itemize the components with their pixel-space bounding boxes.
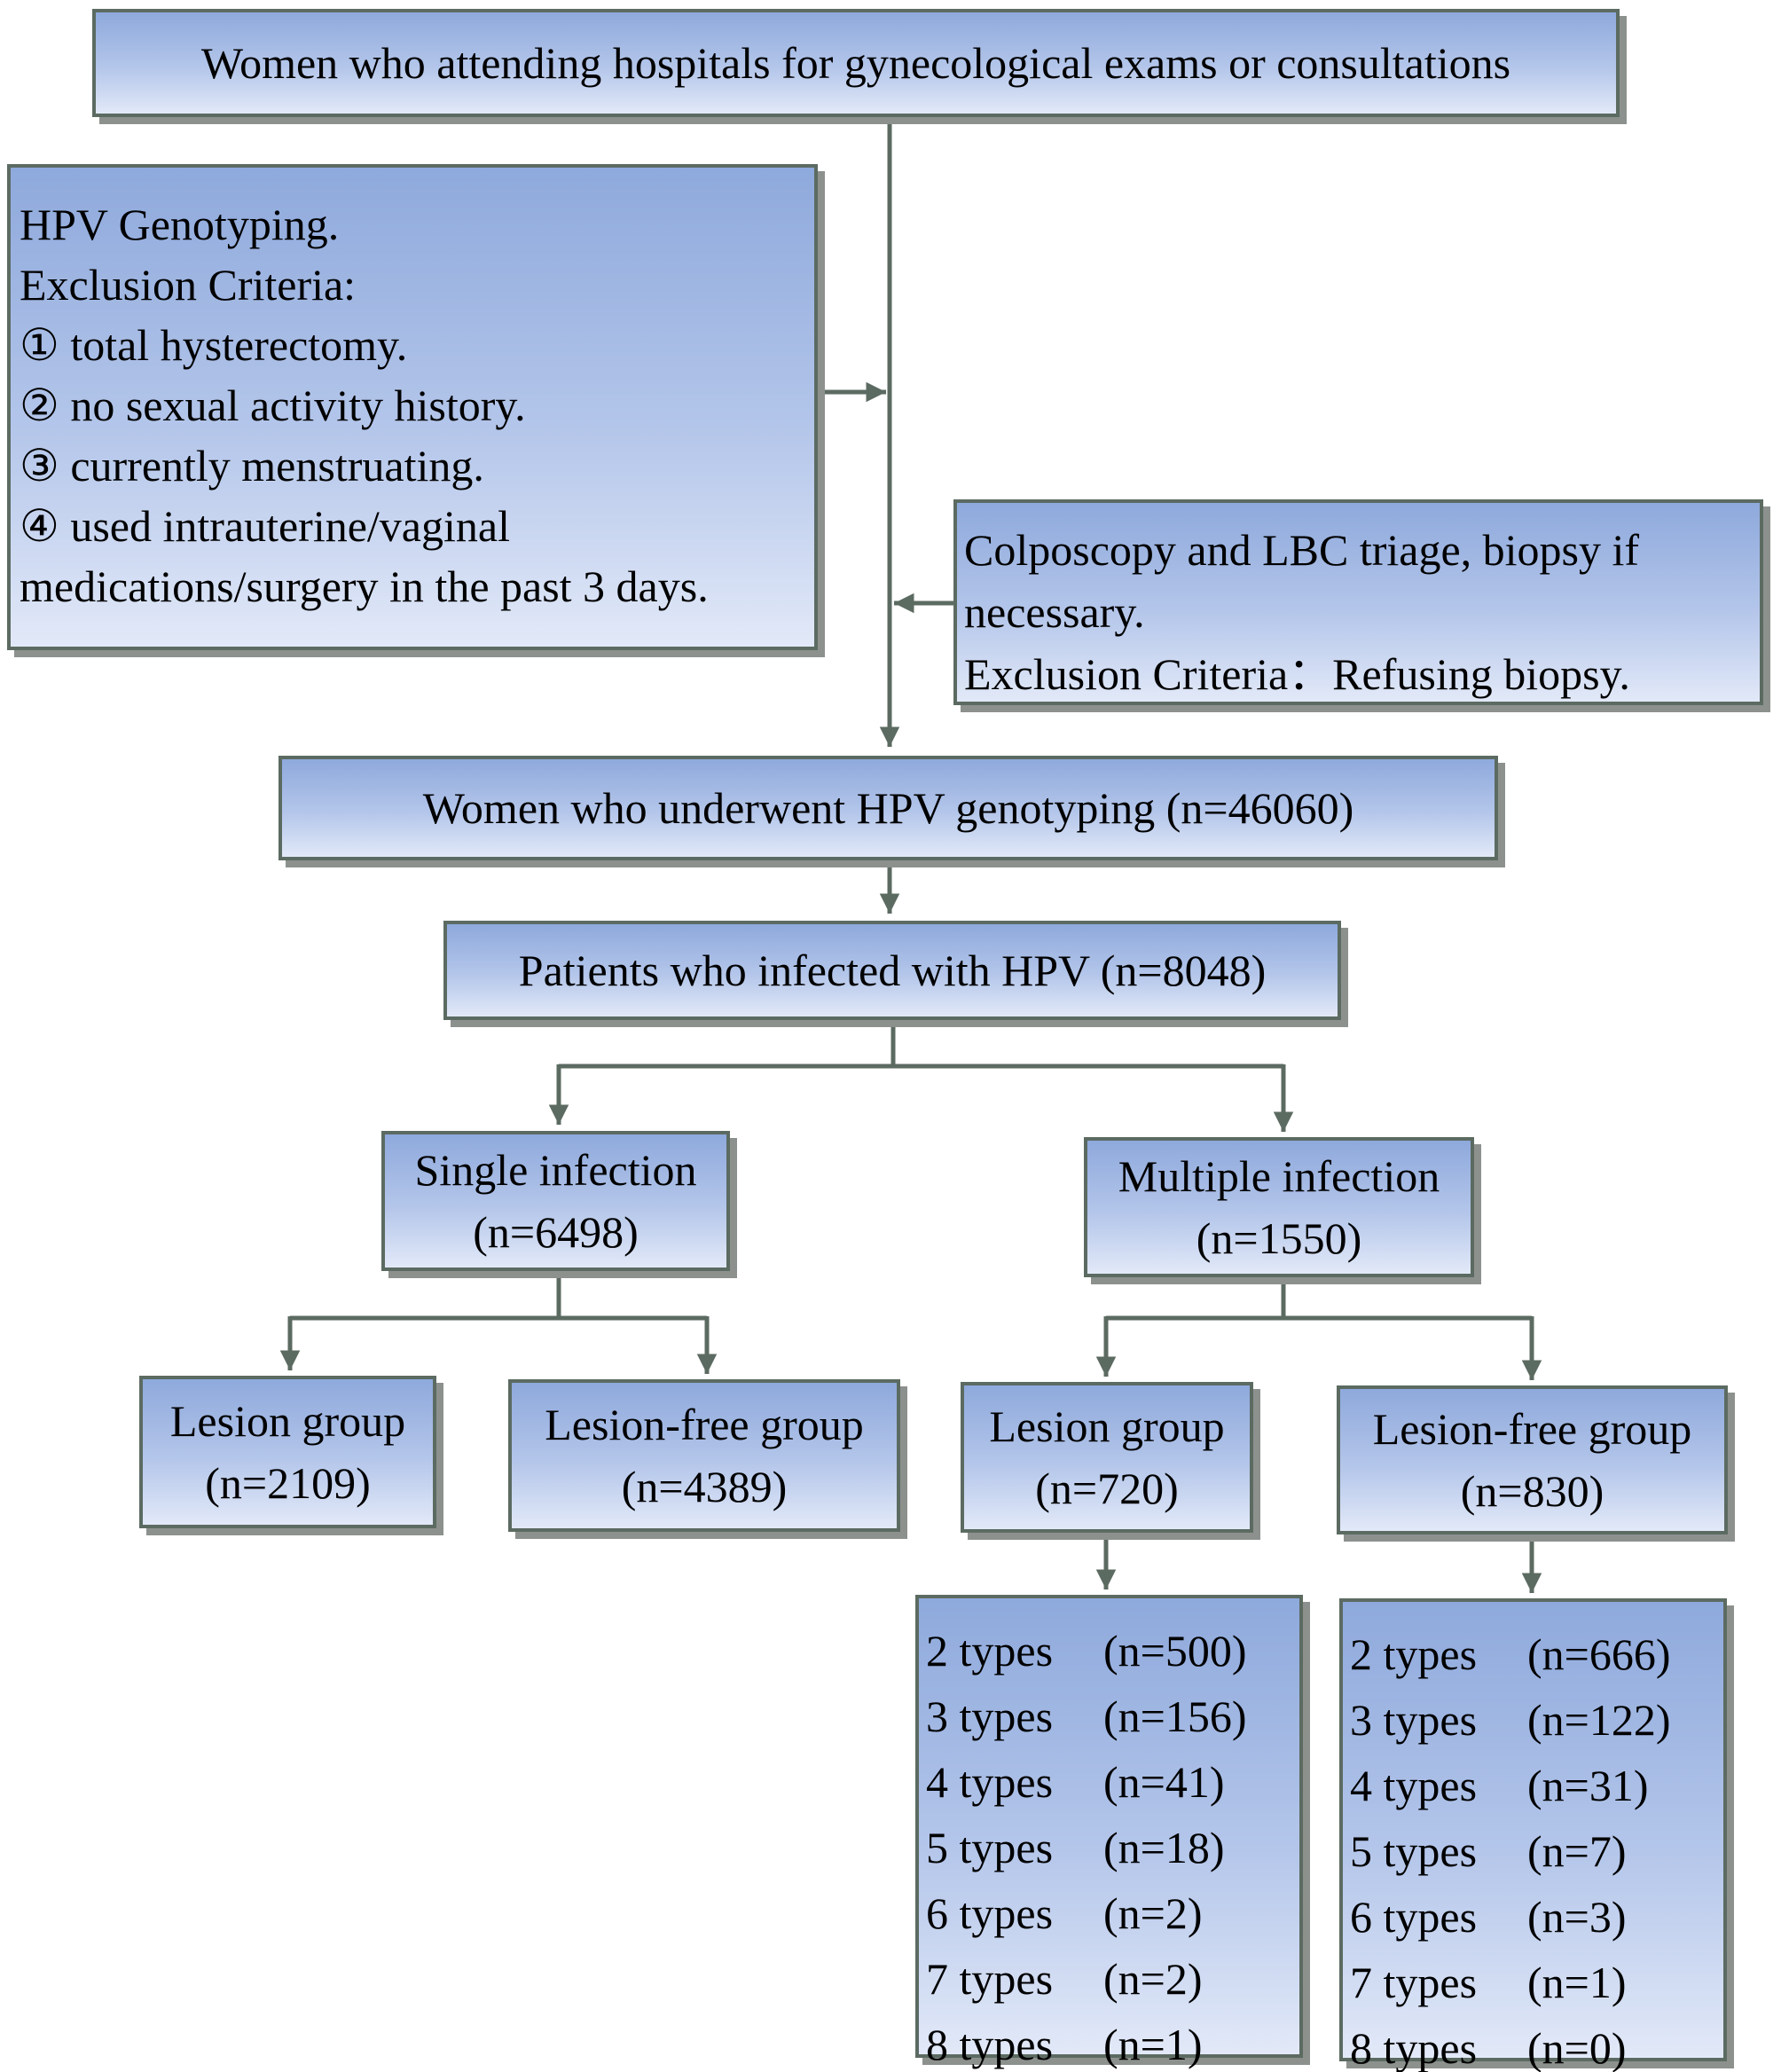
single-lesion-group-box: Lesion group (n=2109) [139, 1376, 436, 1528]
types-row: 5 types (n=18) [926, 1815, 1299, 1880]
types-label: 7 types [926, 1954, 1054, 2004]
types-label: 3 types [926, 1691, 1054, 1741]
types-row: 6 types (n=2) [926, 1880, 1299, 1946]
multi-lesion-group-label: Lesion group [989, 1401, 1225, 1451]
types-count: (n=1) [1103, 2020, 1203, 2069]
types-row: 5 types (n=7) [1350, 1818, 1723, 1884]
exclusion-line-5: ③ currently menstruating. [20, 441, 484, 491]
multi-lesion-free-types-box: 2 types (n=666) 3 types (n=122) 4 types (n=… [1339, 1598, 1727, 2072]
multi-lesion-free-group-label: Lesion-free group [1372, 1404, 1692, 1454]
single-lesion-group-label: Lesion group [169, 1396, 406, 1446]
triage-line-1: Colposcopy and LBC triage, biopsy if [964, 525, 1640, 575]
infected-box-text: Patients who infected with HPV (n=8048) [518, 946, 1267, 995]
types-label: 8 types [1350, 2023, 1478, 2072]
types-count: (n=666) [1527, 1629, 1671, 1679]
single-infection-label: Single infection [414, 1145, 697, 1195]
top-box-text: Women who attending hospitals for gyneco… [200, 38, 1511, 88]
triage-line-2: necessary. [964, 587, 1145, 637]
single-lesion-group-count: (n=2109) [205, 1458, 371, 1508]
types-label: 4 types [926, 1757, 1054, 1807]
types-row: 3 types (n=156) [926, 1684, 1299, 1749]
types-label: 2 types [1350, 1629, 1478, 1679]
types-row: 3 types (n=122) [1350, 1687, 1723, 1753]
multi-lesion-free-group-count: (n=830) [1460, 1466, 1604, 1516]
types-label: 5 types [1350, 1826, 1478, 1876]
types-count: (n=1) [1527, 1958, 1627, 2007]
multiple-infection-label: Multiple infection [1118, 1151, 1440, 1201]
exclusion-line-6: ④ used intrauterine/vaginal [20, 501, 510, 551]
exclusion-line-3: ① total hysterectomy. [20, 320, 408, 370]
types-label: 7 types [1350, 1958, 1478, 2007]
multi-lesion-free-group-box: Lesion-free group (n=830) [1337, 1385, 1728, 1534]
types-count: (n=122) [1527, 1695, 1671, 1745]
types-count: (n=500) [1103, 1626, 1247, 1676]
genotyped-box: Women who underwent HPV genotyping (n=46… [279, 756, 1498, 860]
single-lesion-free-group-count: (n=4389) [621, 1462, 788, 1511]
top-box: Women who attending hospitals for gyneco… [92, 9, 1620, 117]
types-label: 5 types [926, 1823, 1054, 1872]
multiple-infection-count: (n=1550) [1196, 1213, 1362, 1263]
types-count: (n=156) [1103, 1691, 1247, 1741]
types-count: (n=41) [1103, 1757, 1225, 1807]
exclusion-line-1: HPV Genotyping. [20, 200, 340, 249]
multi-lesion-group-box: Lesion group (n=720) [961, 1382, 1253, 1533]
genotyped-box-text: Women who underwent HPV genotyping (n=46… [422, 783, 1354, 833]
types-row: 8 types (n=1) [926, 2012, 1299, 2072]
types-row: 2 types (n=666) [1350, 1621, 1723, 1687]
multi-lesion-types-box: 2 types (n=500) 3 types (n=156) 4 types (n=… [915, 1595, 1303, 2069]
types-row: 8 types (n=0) [1350, 2015, 1723, 2072]
triage-line-3: Exclusion Criteria：Refusing biopsy. [964, 649, 1630, 699]
types-label: 2 types [926, 1626, 1054, 1676]
types-row: 6 types (n=3) [1350, 1884, 1723, 1950]
triage-box: Colposcopy and LBC triage, biopsy if nec… [953, 499, 1763, 705]
exclusion-line-7: medications/surgery in the past 3 days. [20, 561, 709, 611]
types-count: (n=7) [1527, 1826, 1627, 1876]
types-count: (n=2) [1103, 1954, 1203, 2004]
types-row: 4 types (n=41) [926, 1749, 1299, 1815]
exclusion-criteria-box: HPV Genotyping. Exclusion Criteria: ① to… [7, 164, 818, 650]
types-count: (n=2) [1103, 1888, 1203, 1938]
infected-box: Patients who infected with HPV (n=8048) [443, 921, 1341, 1020]
types-row: 2 types (n=500) [926, 1618, 1299, 1684]
types-count: (n=0) [1527, 2023, 1627, 2072]
single-infection-box: Single infection (n=6498) [381, 1131, 730, 1271]
exclusion-line-4: ② no sexual activity history. [20, 381, 526, 430]
types-row: 7 types (n=1) [1350, 1950, 1723, 2015]
types-label: 6 types [926, 1888, 1054, 1938]
multiple-infection-box: Multiple infection (n=1550) [1084, 1137, 1474, 1277]
types-label: 8 types [926, 2020, 1054, 2069]
types-label: 6 types [1350, 1892, 1478, 1942]
types-count: (n=18) [1103, 1823, 1225, 1872]
types-row: 4 types (n=31) [1350, 1753, 1723, 1818]
types-count: (n=3) [1527, 1892, 1627, 1942]
multi-lesion-group-count: (n=720) [1035, 1464, 1179, 1513]
single-infection-count: (n=6498) [473, 1207, 639, 1257]
types-count: (n=31) [1527, 1761, 1649, 1810]
types-row: 7 types (n=2) [926, 1946, 1299, 2012]
single-lesion-free-group-box: Lesion-free group (n=4389) [508, 1379, 900, 1532]
single-lesion-free-group-label: Lesion-free group [545, 1400, 864, 1449]
types-label: 3 types [1350, 1695, 1478, 1745]
types-label: 4 types [1350, 1761, 1478, 1810]
exclusion-line-2: Exclusion Criteria: [20, 260, 357, 310]
